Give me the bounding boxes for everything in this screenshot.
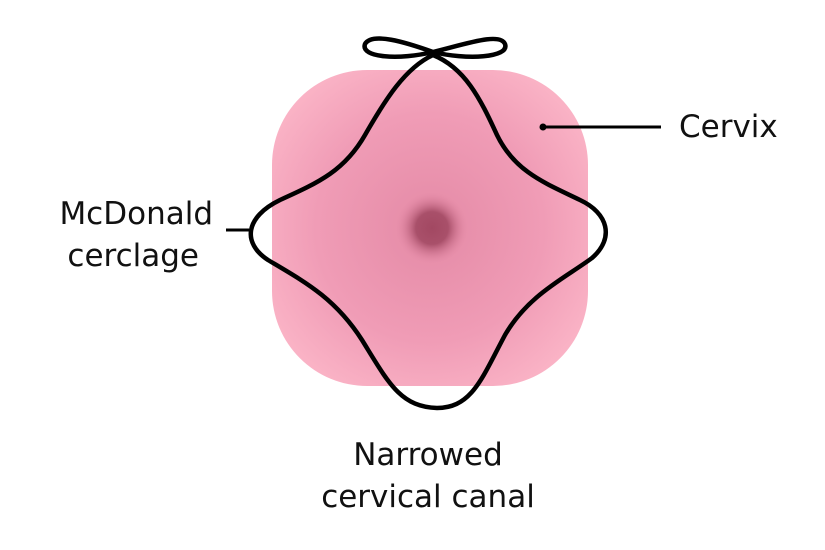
suture-knot-bow: [362, 36, 508, 59]
cervical-canal: [396, 192, 468, 264]
cervix-label: Cervix: [679, 109, 778, 145]
cerclage-suture: [248, 52, 609, 411]
cerclage-label-line1: McDonald: [59, 196, 213, 232]
cerclage-label-line2: cerclage: [67, 238, 199, 274]
canal-label-line2: cervical canal: [321, 479, 535, 515]
canal-label-line1: Narrowed: [353, 437, 503, 473]
